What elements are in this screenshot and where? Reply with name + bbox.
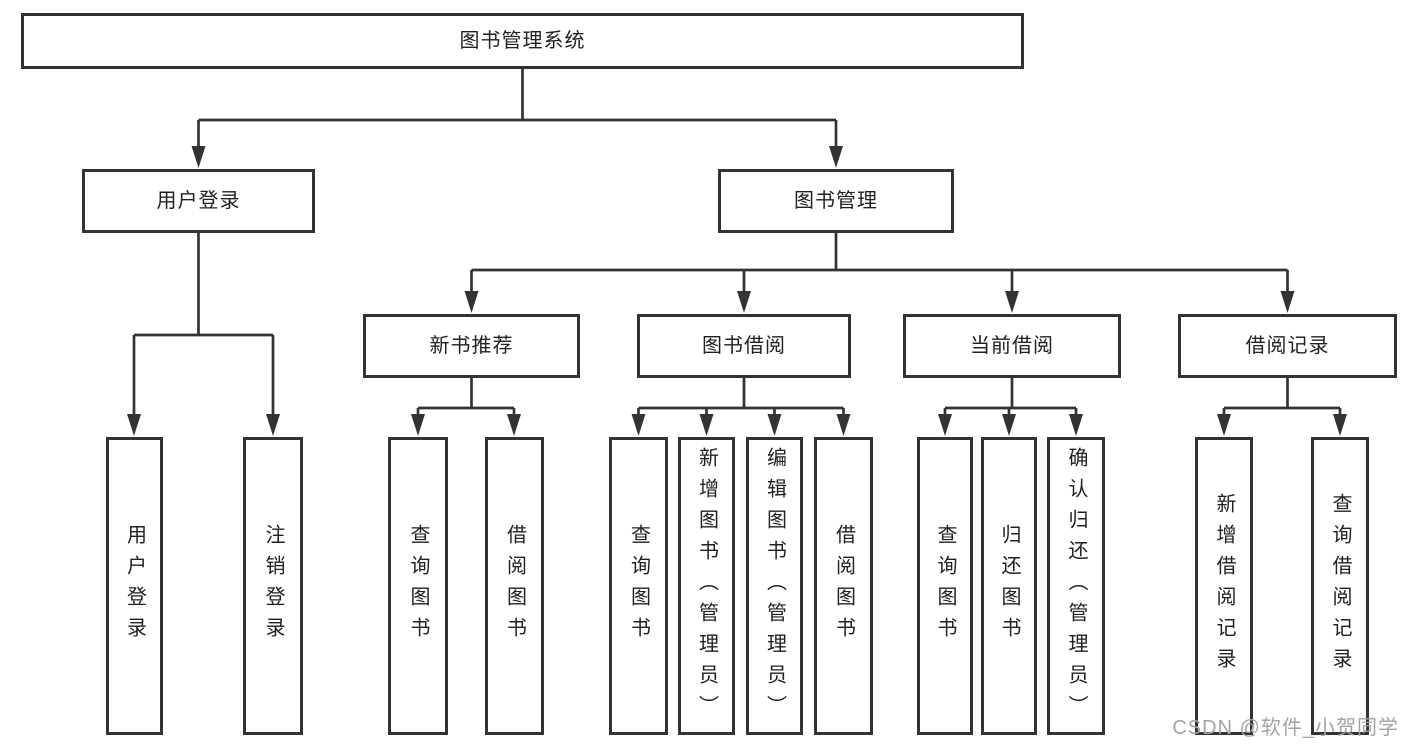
leaf-logout: 注销登录 [243, 437, 303, 735]
arrow-down-icon [1280, 291, 1295, 313]
node-current-borrowing: 当前借阅 [903, 314, 1121, 378]
arrow-down-icon [767, 414, 782, 436]
csdn-watermark: CSDN @软件_小贺同学 [1172, 717, 1399, 739]
arrow-down-icon [411, 414, 425, 436]
arrow-down-icon [127, 414, 141, 436]
arrow-down-icon [1069, 414, 1083, 436]
arrow-down-icon [1217, 414, 1231, 436]
leaf-add-borrow-record: 新增借阅记录 [1195, 437, 1253, 735]
leaf-borrow-query-books: 查询图书 [609, 437, 668, 735]
arrow-down-icon [266, 414, 280, 436]
leaf-current-confirm-return-admin: 确认归还（管理员） [1047, 437, 1105, 735]
leaf-newbook-query-books: 查询图书 [388, 437, 448, 735]
leaf-newbook-borrow-books: 借阅图书 [485, 437, 544, 735]
leaf-borrow-add-books-admin: 新增图书（管理员） [678, 437, 735, 735]
leaf-current-query-books: 查询图书 [917, 437, 973, 735]
arrow-down-icon [737, 291, 751, 313]
node-borrow-records: 借阅记录 [1178, 314, 1397, 378]
node-new-book-recommend: 新书推荐 [363, 314, 580, 378]
node-user-login: 用户登录 [82, 169, 315, 233]
arrow-down-icon [464, 291, 479, 313]
leaf-borrow-edit-books-admin: 编辑图书（管理员） [746, 437, 803, 735]
node-root-library-system: 图书管理系统 [21, 13, 1024, 69]
arrow-down-icon [699, 414, 714, 436]
arrow-down-icon [829, 146, 843, 168]
leaf-borrow-borrow-books: 借阅图书 [814, 437, 873, 735]
arrow-down-icon [631, 414, 646, 436]
leaf-query-borrow-record: 查询借阅记录 [1311, 437, 1369, 735]
arrow-down-icon [938, 414, 952, 436]
arrow-down-icon [191, 146, 206, 168]
leaf-current-return-books: 归还图书 [981, 437, 1037, 735]
arrow-down-icon [836, 414, 851, 436]
node-book-borrowing: 图书借阅 [637, 314, 851, 378]
arrow-down-icon [1333, 414, 1347, 436]
arrow-down-icon [1005, 291, 1019, 313]
arrow-down-icon [1002, 414, 1016, 436]
leaf-user-login: 用户登录 [106, 437, 163, 735]
node-book-management: 图书管理 [718, 169, 954, 233]
arrow-down-icon [507, 414, 521, 436]
